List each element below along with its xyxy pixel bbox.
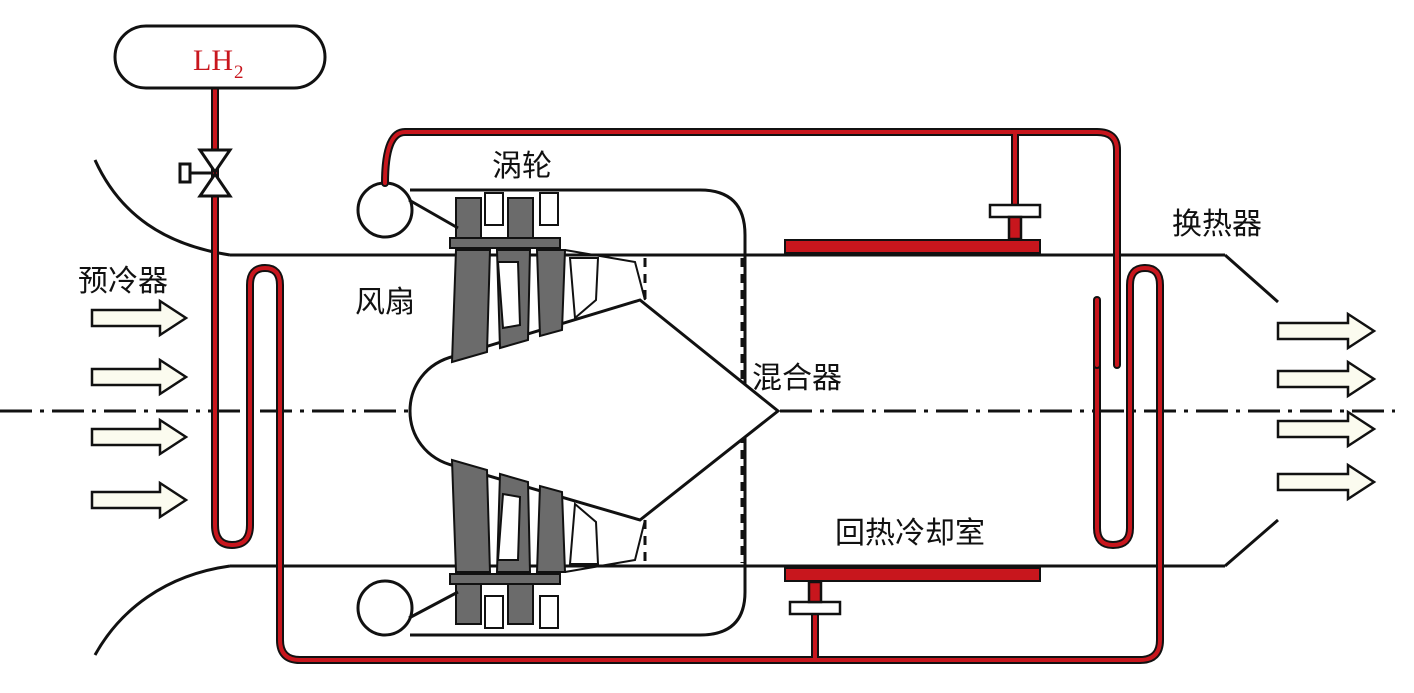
outlet-arrows (1276, 311, 1377, 502)
valve-bottom (788, 600, 842, 616)
regen-chambers (784, 239, 1041, 582)
tank-label: LH (193, 44, 233, 77)
hollow-arrow-icon (90, 417, 189, 457)
bowtie-valve-icon (178, 148, 233, 198)
fan-blade (450, 458, 492, 573)
inner-duct-bottom (564, 519, 646, 573)
regen-chamber-bottom (784, 567, 1041, 582)
stator-vane (568, 501, 600, 565)
regen-cooling-chamber-label: 回热冷却室 (835, 516, 985, 551)
nozzle-bottom (1224, 518, 1279, 568)
hollow-arrow-icon (90, 480, 189, 520)
stator-vane (568, 257, 600, 321)
fan-blade (450, 249, 492, 364)
inner-duct-top (564, 249, 646, 301)
fan-blade (535, 484, 567, 573)
stator-vane (496, 261, 522, 330)
inlet-lip-top (93, 159, 231, 257)
hollow-arrow-icon (90, 357, 189, 397)
valve-bottom-stem (807, 580, 823, 604)
hollow-arrow-icon (1276, 409, 1377, 449)
turbine-duct (410, 188, 747, 637)
line-valves (788, 203, 1042, 616)
engine-casing (93, 159, 1279, 656)
tank-label-sub: 2 (234, 62, 244, 83)
hollow-arrow-icon (1276, 359, 1377, 399)
valve-top-stem (1007, 215, 1023, 241)
valve-top (988, 203, 1042, 219)
nozzle-top (1224, 253, 1279, 304)
pump-bottom (356, 579, 414, 637)
fan-label: 风扇 (355, 285, 415, 320)
component-labels: 涡轮 预冷器 风扇 混合器 换热器 回热冷却室 (78, 149, 1262, 551)
heat-exchanger-label: 换热器 (1172, 207, 1262, 242)
turbine-duct-outline (410, 188, 747, 637)
turbine-disks (449, 192, 561, 629)
hollow-arrow-icon (1276, 462, 1377, 502)
precooler-label: 预冷器 (78, 264, 168, 299)
stator-vane (496, 492, 522, 561)
pumps (356, 181, 459, 637)
mixer-label: 混合器 (752, 361, 842, 396)
hollow-arrow-icon (1276, 311, 1377, 351)
inlet-arrows (90, 298, 189, 520)
regen-chamber-top (784, 239, 1041, 254)
inlet-lip-bottom (93, 564, 231, 656)
turbine-label: 涡轮 (492, 149, 552, 184)
fan-blade (535, 249, 567, 338)
lh2-tank: LH 2 (113, 24, 327, 90)
hollow-arrow-icon (90, 298, 189, 338)
hydrogen-lines (211, 84, 1164, 664)
pump-top (356, 181, 414, 239)
fan-blades (450, 249, 646, 573)
